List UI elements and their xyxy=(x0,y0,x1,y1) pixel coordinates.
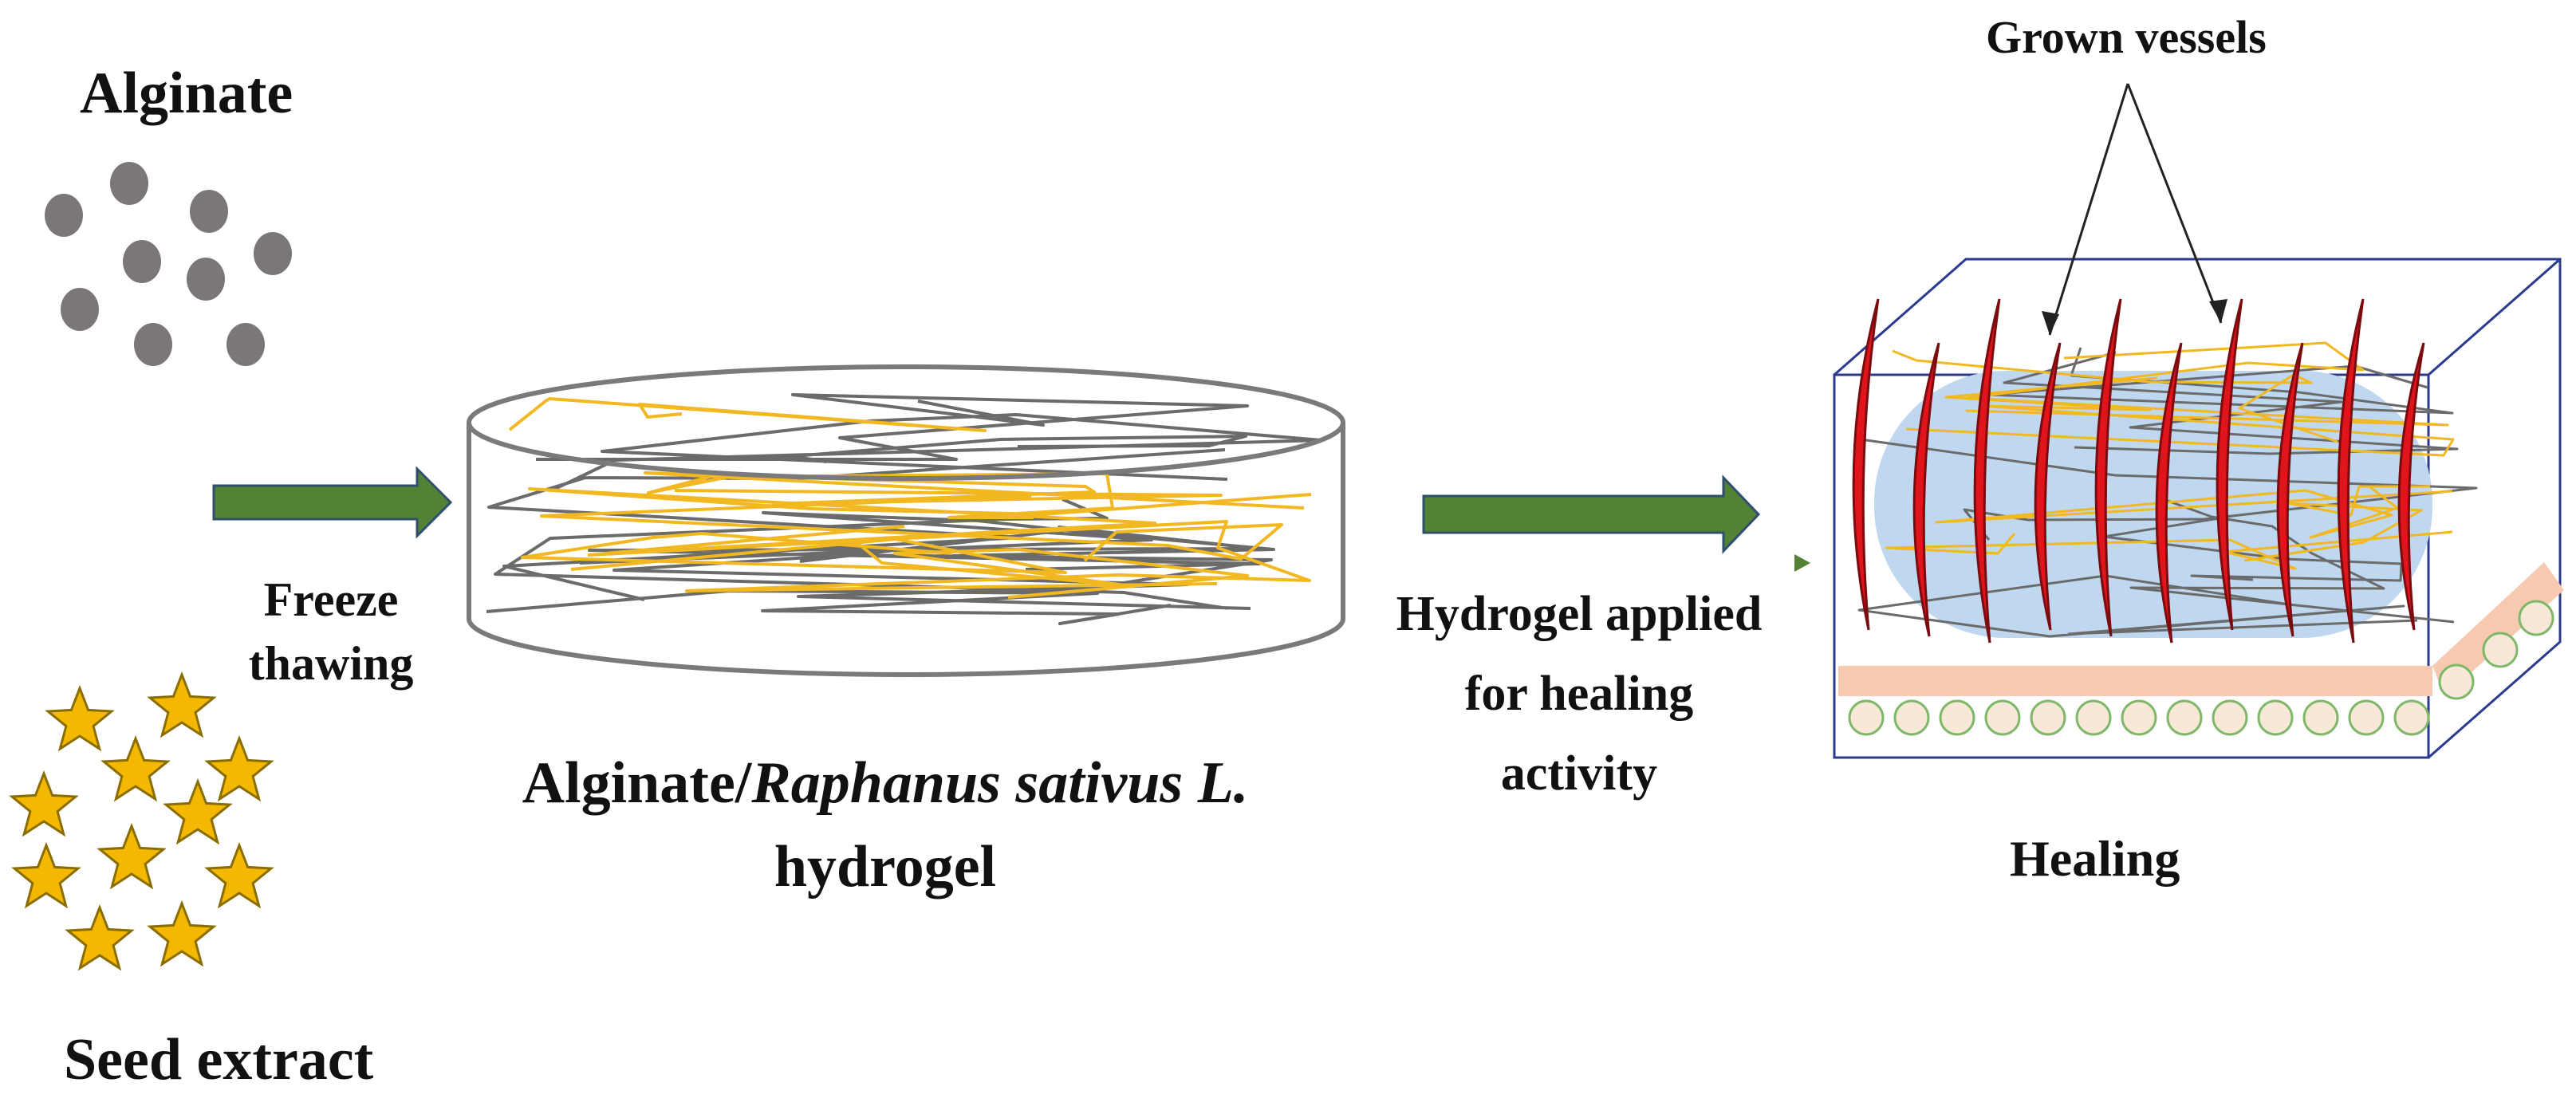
seed-star-icon xyxy=(97,822,167,890)
seed-extract-stars xyxy=(9,671,274,971)
blood-vessel xyxy=(2337,298,2365,644)
healing-label: Healing xyxy=(2010,830,2180,887)
tissue-cell xyxy=(2030,699,2066,736)
seed-star-icon xyxy=(163,777,233,845)
seed-extract-label: Seed extract xyxy=(64,1027,374,1092)
seed-star-icon xyxy=(9,770,79,837)
freeze-thawing-line-1: Freeze xyxy=(263,573,399,626)
pointer-arrowhead-icon xyxy=(2209,299,2227,323)
freeze-thaw-arrow-icon xyxy=(212,466,453,539)
alginate-particles xyxy=(45,162,292,366)
hydrogel-product-label: Alginate/Raphanus sativus L. hydrogel xyxy=(510,742,1260,909)
applied-line-2: for healing xyxy=(1464,667,1694,721)
product-line-1: Alginate/Raphanus sativus L. xyxy=(510,742,1260,825)
seed-star-icon xyxy=(45,684,115,752)
alginate-particle-icon xyxy=(134,323,172,366)
apply-hydrogel-arrow-icon xyxy=(1422,474,1761,554)
tissue-cell xyxy=(2075,699,2112,736)
blood-vessel xyxy=(2155,342,2183,644)
alginate-particle-icon xyxy=(190,190,228,233)
alginate-particle-icon xyxy=(123,240,161,283)
pointer-line-left xyxy=(2048,83,2129,336)
seed-star-icon xyxy=(65,903,135,971)
tissue-cell xyxy=(2257,699,2294,736)
small-arrow-tip-icon xyxy=(1794,554,1810,572)
freeze-thawing-line-2: thawing xyxy=(248,637,414,690)
tissue-cell xyxy=(1848,699,1885,736)
applied-line-1: Hydrogel applied xyxy=(1396,587,1763,641)
pointer-arrowhead-icon xyxy=(2042,311,2059,335)
alginate-particle-icon xyxy=(110,162,148,205)
tissue-cell xyxy=(2438,663,2475,700)
blood-vessel xyxy=(2276,342,2304,637)
tissue-cell xyxy=(2393,699,2430,736)
pointer-line-right xyxy=(2126,83,2223,324)
seed-star-icon xyxy=(100,734,171,802)
blood-vessel xyxy=(2034,342,2062,631)
applied-line-3: activity xyxy=(1500,746,1658,801)
alginate-particle-icon xyxy=(187,258,225,301)
blood-vessel xyxy=(1912,342,1940,637)
alginate-particle-icon xyxy=(254,232,292,275)
alginate-particle-icon xyxy=(226,323,265,366)
tissue-cell xyxy=(2518,600,2554,636)
alginate-label: Alginate xyxy=(80,61,293,126)
gray-fibers xyxy=(486,393,1322,625)
dish-rim xyxy=(467,364,1345,481)
product-prefix: Alginate/ xyxy=(522,750,752,816)
tissue-cell xyxy=(1939,699,1975,736)
blood-vessel xyxy=(2216,298,2243,631)
blood-vessel xyxy=(1852,298,1880,631)
seed-star-icon xyxy=(204,841,274,909)
seed-star-icon xyxy=(147,900,217,967)
tissue-cell xyxy=(2348,699,2385,736)
healing-tissue-box xyxy=(1833,83,2564,759)
skin-layer xyxy=(1838,666,2432,696)
box-top-right-edge xyxy=(2428,258,2561,376)
product-species: Raphanus sativus L. xyxy=(751,750,1249,816)
hydrogel-applied-label: Hydrogel applied for healing activity xyxy=(1372,574,1786,813)
alginate-particle-icon xyxy=(45,194,83,237)
skin-layer-slope xyxy=(2432,562,2564,696)
hydrogel-dish xyxy=(467,364,1345,677)
blood-vessel xyxy=(2094,298,2122,637)
tissue-gray-fibers xyxy=(1857,347,2478,638)
seed-star-icon xyxy=(11,841,81,909)
seed-star-icon xyxy=(204,734,274,802)
process-arrows xyxy=(212,466,1810,572)
tissue-cell xyxy=(2302,699,2339,736)
tissue-cell xyxy=(2166,699,2203,736)
tissue-cell xyxy=(1893,699,1930,736)
product-line-2: hydrogel xyxy=(774,834,997,900)
alginate-particle-icon xyxy=(61,288,99,331)
blood-vessel xyxy=(1973,298,2001,644)
tissue-cell xyxy=(1984,699,2021,736)
tissue-cell xyxy=(2482,632,2519,668)
tissue-cell xyxy=(2121,699,2157,736)
tissue-cell xyxy=(2212,699,2248,736)
blood-vessel xyxy=(2397,342,2425,631)
seed-star-icon xyxy=(147,671,217,738)
freeze-thawing-label: Freeze thawing xyxy=(239,568,423,695)
grown-vessels-label: Grown vessels xyxy=(1986,11,2267,63)
